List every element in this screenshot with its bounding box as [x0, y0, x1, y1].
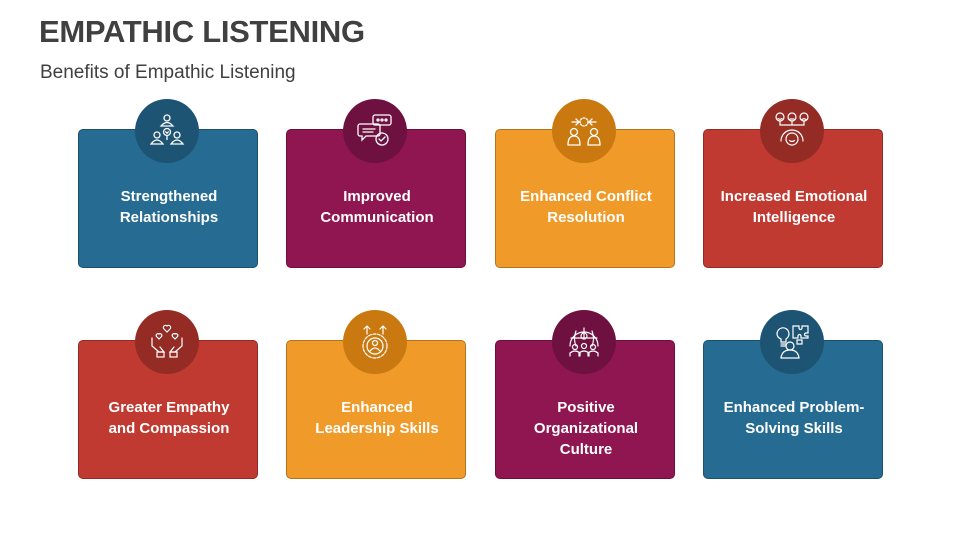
conflict-resolution-icon [552, 99, 616, 163]
card-label: Increased Emotional Intelligence [720, 188, 868, 226]
card-label: Enhanced Leadership Skills [315, 399, 439, 437]
organization-globe-icon [552, 310, 616, 374]
card-label: Positive Organizational Culture [533, 399, 639, 458]
card-label: Enhanced Conflict Resolution [520, 188, 652, 226]
card-label: Improved Communication [320, 188, 434, 226]
emotions-faces-icon [760, 99, 824, 163]
card-enhanced-leadership-skills: Enhanced Leadership Skills [286, 340, 466, 479]
hands-hearts-icon [135, 310, 199, 374]
card-label: Greater Empathy and Compassion [108, 399, 230, 437]
chat-bubbles-check-icon [343, 99, 407, 163]
card-label: Enhanced Problem- Solving Skills [723, 399, 865, 437]
team-relationship-icon [135, 99, 199, 163]
page-title: EMPATHIC LISTENING [39, 14, 365, 49]
card-label: Strengthened Relationships [119, 188, 219, 226]
page-subtitle: Benefits of Empathic Listening [40, 62, 296, 83]
idea-puzzle-person-icon [760, 310, 824, 374]
leadership-gear-icon [343, 310, 407, 374]
